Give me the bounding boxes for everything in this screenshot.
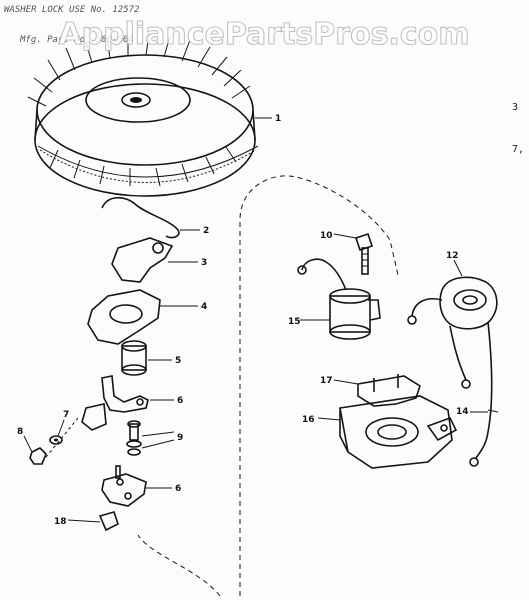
callout-12: 12: [446, 251, 459, 261]
callout-5: 5: [175, 356, 181, 366]
nut: 8: [17, 427, 47, 465]
spring-clip: 2: [101, 196, 209, 239]
assembly-outline: [137, 175, 399, 597]
cover-plate: 3: [111, 237, 207, 283]
callout-4: 4: [201, 302, 207, 312]
flywheel: 1: [27, 33, 281, 197]
callout-14: 14: [456, 407, 469, 417]
callout-2: 2: [203, 226, 209, 236]
cam-bushing: 5: [121, 340, 181, 376]
margin-mark-2: 7,: [512, 144, 524, 155]
terminal-block: 18: [54, 511, 119, 532]
callout-7: 7: [63, 410, 69, 420]
callout-15: 15: [288, 317, 301, 327]
callout-16: 16: [302, 415, 315, 425]
callout-10: 10: [320, 231, 333, 241]
margin-mark-1: 3: [512, 102, 518, 113]
condenser: 15: [288, 258, 381, 340]
breaker-arm: 6: [81, 375, 183, 431]
header-note-1: WASHER LOCK USE No. 12572: [4, 5, 139, 15]
lead-wire: 14: [449, 321, 499, 467]
callout-3: 3: [201, 258, 207, 268]
assembly-line: [41, 417, 79, 463]
callout-1: 1: [275, 114, 281, 124]
washer: 7: [49, 410, 69, 445]
callout-9: 9: [177, 433, 183, 443]
header-note-2: Mfg. Part No. 380-004: [19, 35, 134, 45]
callout-6a: 6: [177, 396, 183, 406]
callout-8: 8: [17, 427, 23, 437]
breaker-point: 6: [101, 465, 181, 507]
callout-18: 18: [54, 517, 67, 527]
condenser-screw: 10: [320, 231, 374, 275]
callout-17: 17: [320, 376, 333, 386]
callout-6b: 6: [175, 484, 181, 494]
screws: 9: [126, 420, 183, 456]
watermark: AppliancePartsPros.com: [58, 17, 469, 52]
bracket: 17: [320, 374, 421, 407]
felt-pad: 4: [87, 289, 207, 345]
coil: 12: [407, 251, 498, 330]
magneto-base: 16: [302, 395, 458, 469]
